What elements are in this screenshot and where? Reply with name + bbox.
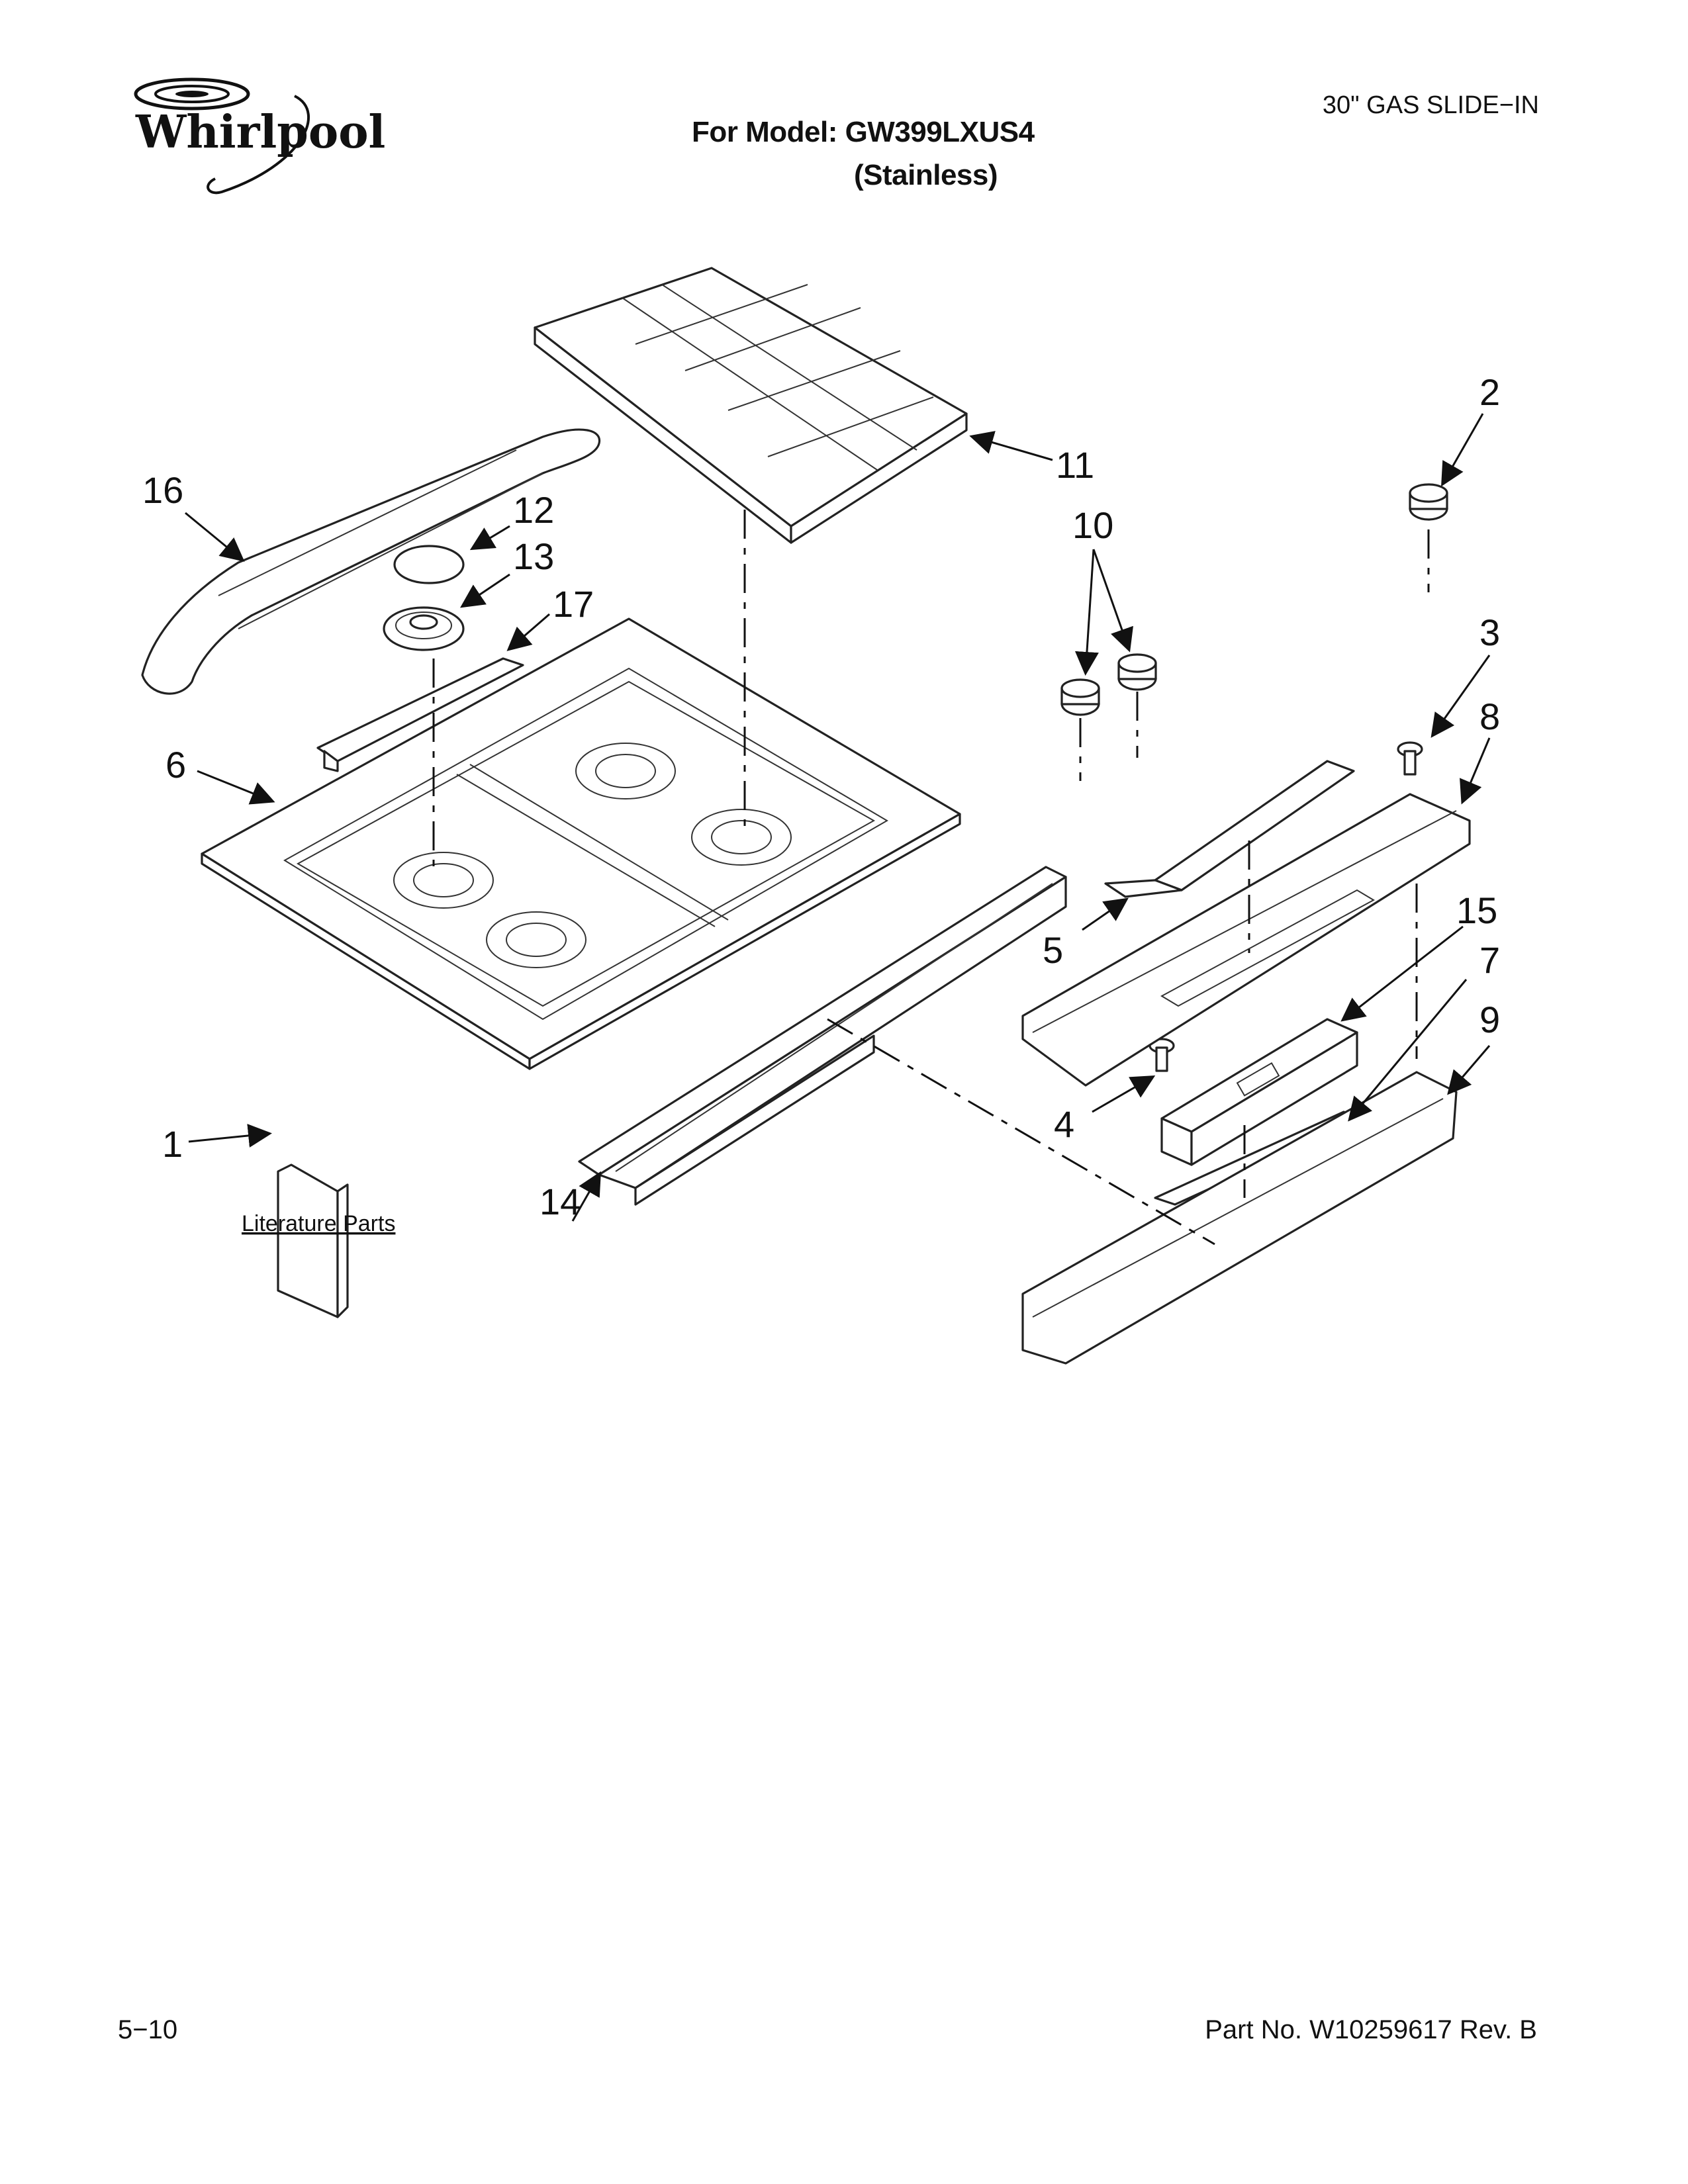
brand-wordmark: Whirlpool	[136, 106, 386, 159]
callout-15: 15	[1456, 889, 1497, 931]
callout-11: 11	[1056, 444, 1094, 486]
whirlpool-logo: Whirlpool	[129, 73, 394, 205]
page-number: 5−10	[118, 2015, 178, 2044]
literature-booklet	[277, 1163, 349, 1318]
callout-8: 8	[1479, 696, 1500, 737]
callout-2: 2	[1479, 371, 1500, 413]
callout-14: 14	[539, 1181, 581, 1222]
callout-16: 16	[142, 469, 183, 511]
burner-knob	[1060, 678, 1100, 716]
literature-parts-label: Literature Parts	[242, 1211, 395, 1236]
callout-12: 12	[513, 489, 554, 531]
callout-5: 5	[1043, 929, 1063, 971]
document-type: 30" GAS SLIDE−IN	[1322, 91, 1539, 119]
model-number: For Model: GW399LXUS4	[692, 116, 1035, 148]
control-overlay	[1104, 760, 1355, 898]
callout-17: 17	[553, 583, 594, 625]
whirlpool-swirl-icon	[134, 77, 310, 195]
model-finish: (Stainless)	[854, 159, 998, 191]
main-cooktop	[201, 617, 961, 1070]
screw	[1397, 741, 1423, 776]
callout-9: 9	[1479, 999, 1500, 1040]
burner-cap	[393, 545, 465, 584]
front-bracket	[578, 866, 1067, 1206]
burner-base	[383, 606, 465, 651]
callout-4: 4	[1054, 1103, 1074, 1145]
callout-3: 3	[1479, 612, 1500, 653]
electronic-control-board	[1160, 1018, 1358, 1166]
callout-10: 10	[1072, 504, 1113, 546]
screw	[1149, 1038, 1175, 1072]
callout-6: 6	[165, 744, 186, 786]
rear-vent-trim	[141, 428, 601, 695]
rear-bracket	[316, 657, 524, 772]
burner-grate	[534, 267, 968, 544]
callout-1: 1	[162, 1123, 183, 1165]
front-trim	[1021, 1071, 1458, 1365]
control-panel	[1021, 793, 1471, 1087]
burner-knob	[1409, 483, 1448, 521]
burner-knob	[1117, 653, 1157, 691]
callout-7: 7	[1479, 939, 1500, 981]
part-number: Part No. W10259617 Rev. B	[1205, 2015, 1537, 2044]
callout-13: 13	[513, 535, 554, 577]
